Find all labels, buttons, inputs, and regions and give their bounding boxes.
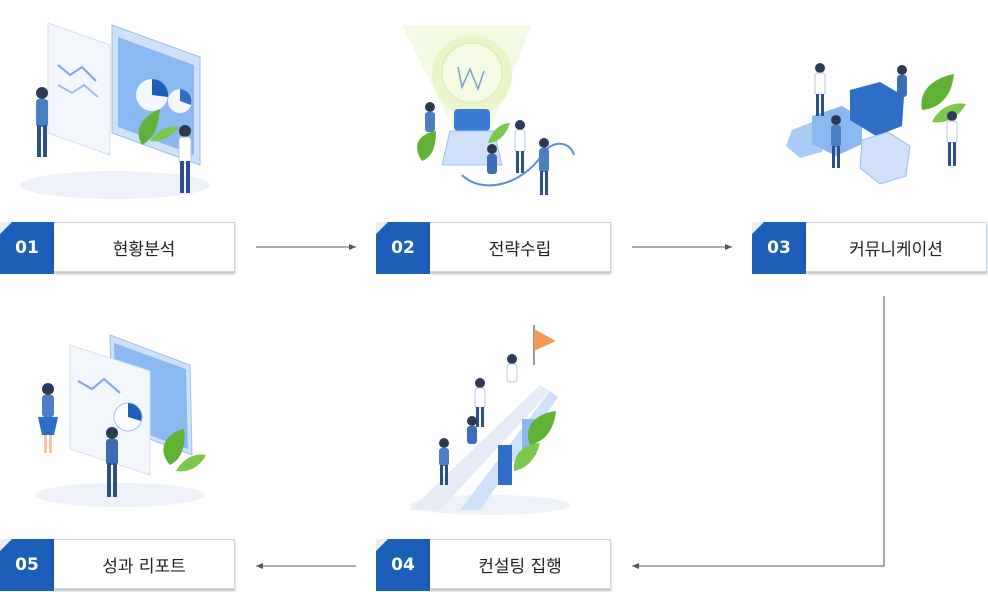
step-label: 커뮤니케이션: [806, 222, 987, 272]
step-number: 05: [0, 539, 54, 591]
step-04: 04 컨설팅 집행: [376, 539, 612, 591]
step-05: 05 성과 리포트: [0, 539, 236, 591]
lightbulb-strategy-illustration: [402, 25, 575, 195]
step-number: 01: [0, 222, 54, 274]
step-label: 현황분석: [54, 222, 235, 272]
arrow-03-04: [632, 296, 885, 569]
step-label: 성과 리포트: [54, 539, 235, 589]
step-02: 02 전략수립: [376, 222, 612, 274]
step-number: 04: [376, 539, 430, 591]
staircase-flag-illustration: [410, 325, 570, 515]
analysis-illustration: [20, 22, 210, 199]
step-01: 01 현황분석: [0, 222, 236, 274]
step-label: 전략수립: [430, 222, 611, 272]
step-number: 02: [376, 222, 430, 274]
gears-team-illustration: [786, 63, 966, 185]
step-03: 03 커뮤니케이션: [752, 222, 988, 274]
report-dashboard-illustration: [35, 334, 206, 507]
step-number: 03: [752, 222, 806, 274]
step-label: 컨설팅 집행: [430, 539, 611, 589]
